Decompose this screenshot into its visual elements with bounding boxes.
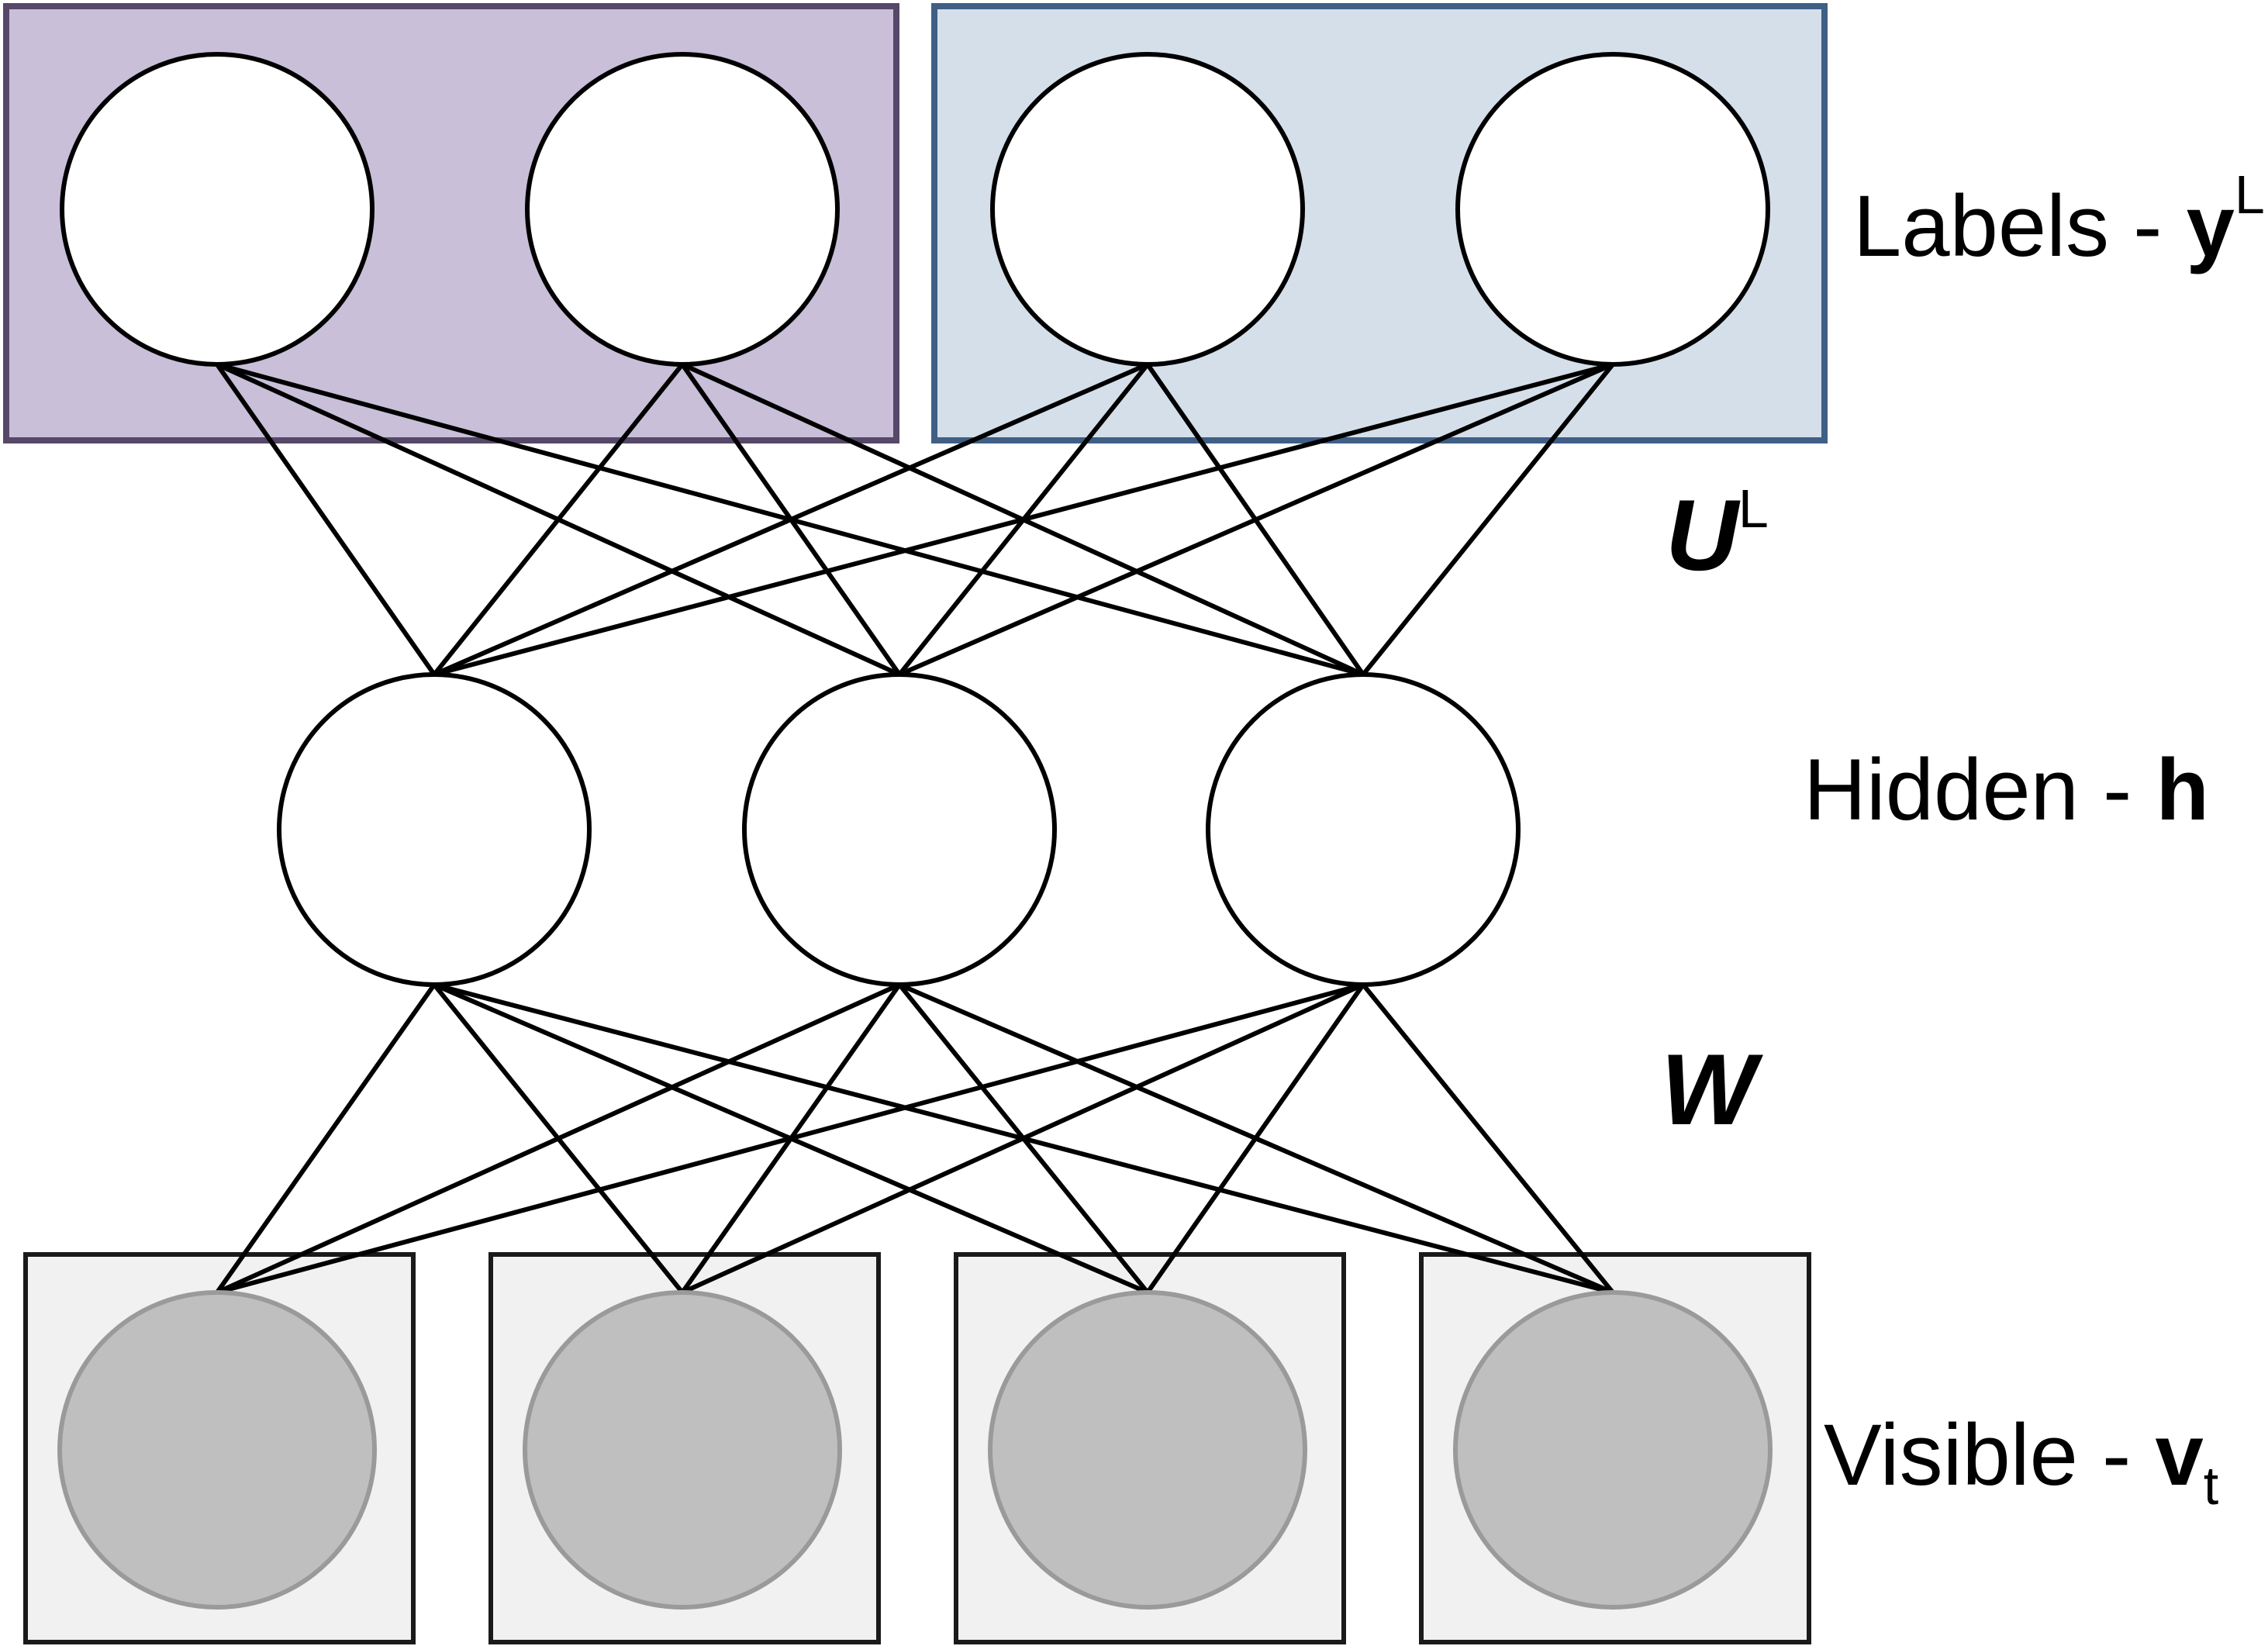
weight-label-ul: UL	[1666, 478, 1769, 592]
weight-label-w: W	[1661, 1033, 1763, 1146]
hidden-unit	[277, 672, 592, 987]
edge	[215, 363, 437, 676]
label-hidden-edges	[215, 362, 1615, 677]
hidden-unit	[742, 672, 1057, 987]
visible-hidden-edges	[215, 982, 1615, 1295]
visible-unit	[1453, 1290, 1773, 1610]
hidden-unit	[1206, 672, 1521, 987]
edge	[215, 983, 437, 1294]
label-unit	[990, 52, 1305, 367]
edge	[898, 362, 1614, 677]
hidden-layer-label: Hidden - h	[1804, 741, 2209, 838]
edge	[433, 362, 1149, 677]
label-unit	[60, 52, 375, 367]
visible-unit	[523, 1290, 842, 1610]
edge	[1361, 983, 1615, 1294]
edge	[216, 982, 901, 1295]
edge	[1361, 363, 1615, 676]
visible-unit	[57, 1290, 377, 1610]
edge	[216, 982, 1364, 1295]
edge	[432, 363, 685, 676]
edge	[433, 362, 1614, 677]
labels-layer-label: Labels - yL	[1853, 164, 2265, 274]
visible-layer-label: Visible - vt	[1824, 1406, 2218, 1516]
label-unit	[1455, 52, 1770, 367]
label-unit	[525, 52, 840, 367]
edge	[1145, 983, 1365, 1294]
visible-unit	[988, 1290, 1307, 1610]
edge	[681, 982, 1365, 1295]
